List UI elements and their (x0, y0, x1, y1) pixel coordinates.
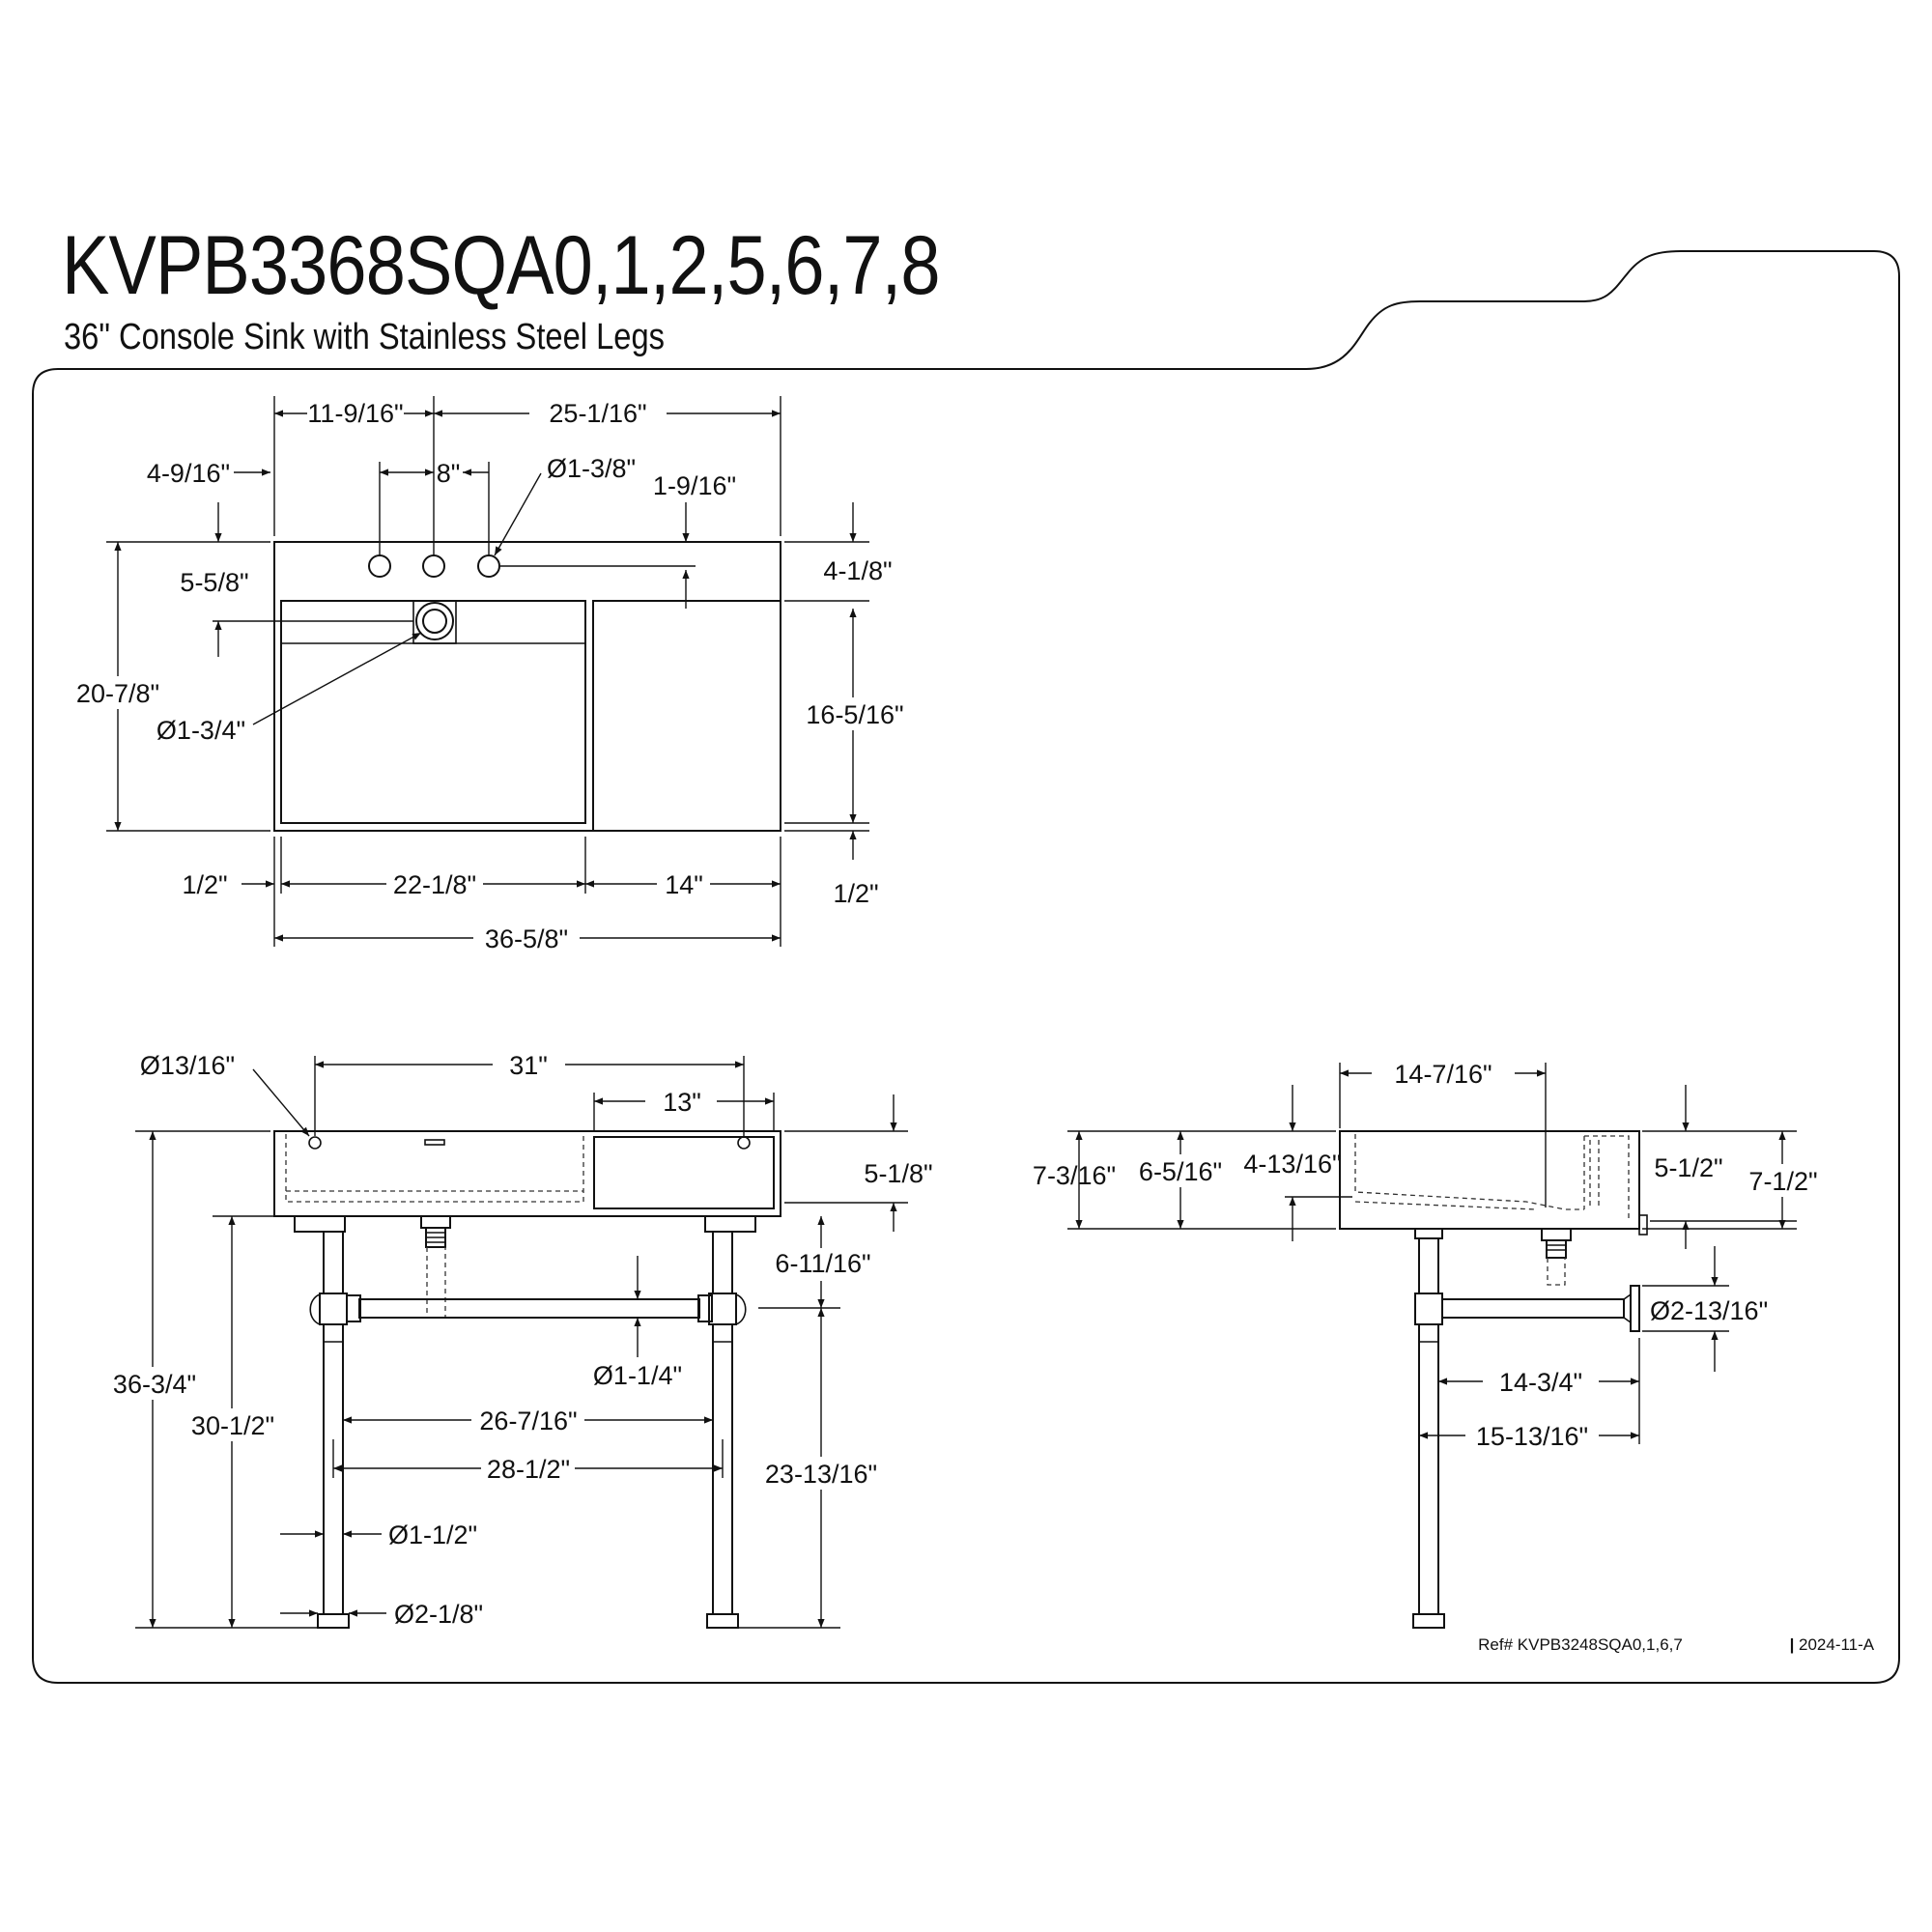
dim-side-overall-depth: 15-13/16" (1476, 1422, 1588, 1451)
dim-basin-width: 22-1/8" (393, 870, 476, 899)
dim-basin-height: 5-1/8" (864, 1159, 932, 1188)
faucet-hole-center (422, 554, 445, 578)
dim-back-to-holes: 5-5/8" (180, 568, 248, 597)
top-view-shelf (592, 600, 781, 832)
faucet-hole-left (368, 554, 391, 578)
page-title: KVPB3368SQA0,1,2,5,6,7,8 (62, 219, 940, 312)
side-view: 14-7/16" 7-3/16" 6-5/16" 4-13/16" 5-1/2"… (1033, 1060, 1829, 1629)
dim-bar-dia: Ø1-1/4" (593, 1361, 682, 1390)
dim-leg-hole-spacing: 31" (509, 1051, 548, 1080)
page-subtitle: 36" Console Sink with Stainless Steel Le… (64, 317, 665, 357)
dim-overall-width: 36-5/8" (485, 924, 568, 953)
dim-overall-height: 36-3/4" (113, 1370, 196, 1399)
drain-circle (415, 602, 454, 640)
dim-side-height-right-outer: 7-1/2" (1748, 1167, 1817, 1196)
dim-bar-drop: 6-11/16" (775, 1249, 870, 1278)
footer-separator: | (1790, 1635, 1795, 1654)
cross-bar (358, 1298, 700, 1319)
dim-drain-dia: Ø1-3/4" (156, 716, 245, 745)
dim-side-bar-length: 14-3/4" (1499, 1368, 1582, 1397)
dim-inner-leg-spacing: 26-7/16" (479, 1406, 577, 1435)
dim-right-hole-spacing: 13" (663, 1088, 701, 1117)
footer-reference: Ref# KVPB3248SQA0,1,6,7 | 2024-11-A (1478, 1635, 1875, 1654)
dim-shelf-width: 14" (665, 870, 703, 899)
dim-side-height-right: 5-1/2" (1654, 1153, 1722, 1182)
dim-hole-dia: Ø1-3/8" (547, 454, 636, 483)
drawing-frame (32, 250, 1900, 1684)
dim-side-height-mid: 6-5/16" (1139, 1157, 1222, 1186)
wall-flange (1630, 1285, 1640, 1332)
front-view: Ø13/16" 31" 13" 5-1/8" 6-11/16" Ø1-1/4" (102, 1051, 933, 1629)
side-view-basin (1339, 1130, 1640, 1230)
dim-flange-dia: Ø2-13/16" (1650, 1296, 1768, 1325)
dim-bar-height: 23-13/16" (765, 1460, 877, 1489)
dim-right-edge-offset: 1-9/16" (653, 471, 736, 500)
dim-deck-to-basin: 4-1/8" (823, 556, 892, 585)
dim-side-height-inner: 4-13/16" (1243, 1150, 1341, 1179)
top-view-basin (280, 600, 586, 824)
footer-revision: 2024-11-A (1799, 1635, 1875, 1654)
dim-leg-holes-dia: Ø13/16" (140, 1051, 235, 1080)
dim-width-right: 25-1/16" (549, 399, 646, 428)
dim-leg-height: 30-1/2" (191, 1411, 274, 1440)
dim-foot-dia: Ø2-1/8" (394, 1600, 483, 1629)
dim-front-rim: 1/2" (833, 879, 878, 908)
dim-outer-leg-spacing: 28-1/2" (487, 1455, 570, 1484)
front-view-shelf-box (593, 1136, 775, 1209)
leg-right (706, 1231, 739, 1629)
dim-left-edge-offset: 4-9/16" (147, 459, 230, 488)
front-view-basin (273, 1130, 781, 1217)
side-leg (1412, 1228, 1445, 1629)
dim-width-left: 11-9/16" (307, 399, 403, 428)
dim-basin-depth: 16-5/16" (806, 700, 903, 729)
dim-leg-dia: Ø1-1/2" (388, 1520, 477, 1549)
leg-left (317, 1231, 350, 1629)
dim-depth: 20-7/8" (76, 679, 159, 708)
faucet-hole-right (477, 554, 500, 578)
top-view-outline (273, 541, 781, 832)
dim-side-rim: 1/2" (182, 870, 227, 899)
footer-ref: Ref# KVPB3248SQA0,1,6,7 (1478, 1635, 1683, 1654)
side-bar (1441, 1298, 1625, 1319)
dim-hole-spacing: 8" (437, 459, 461, 488)
top-view: 11-9/16" 25-1/16" 8" Ø1-3/8" 4-9/16" 1-9… (68, 396, 906, 953)
dim-side-height-outer: 7-3/16" (1033, 1161, 1116, 1190)
dim-side-depth-top: 14-7/16" (1394, 1060, 1492, 1089)
